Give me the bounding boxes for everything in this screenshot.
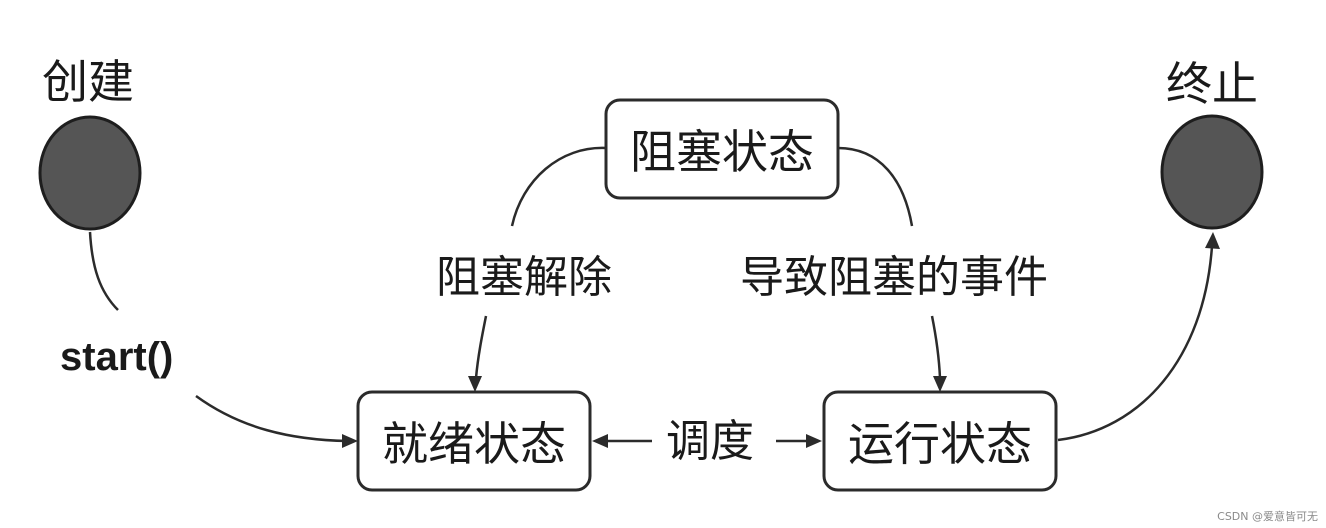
create-label: 创建 — [42, 55, 134, 109]
blocked-state-node: 阻塞状态 — [604, 98, 840, 200]
create-to-start-edge — [88, 231, 119, 311]
watermark-text: CSDN @爱意皆可无 — [1217, 509, 1318, 523]
running-state-node: 运行状态 — [822, 390, 1058, 492]
schedule-label: 调度 — [666, 416, 754, 467]
block-event-label: 导致阻塞的事件 — [740, 252, 1048, 303]
terminate-label: 终止 — [1166, 57, 1258, 111]
unblock-arrowhead — [468, 376, 482, 392]
create-node — [38, 115, 142, 231]
start-method-label: start() — [60, 335, 173, 379]
blocked-to-unblock-edge — [510, 146, 607, 227]
ready-state-label: 就绪状态 — [382, 417, 566, 471]
unblock-to-ready-edge — [474, 315, 488, 379]
blocked-state-label: 阻塞状态 — [630, 125, 814, 179]
start-to-ready-arrowhead — [342, 434, 358, 448]
block-event-arrowhead — [933, 376, 947, 392]
running-state-label: 运行状态 — [848, 417, 1032, 471]
terminate-arrowhead — [1205, 232, 1220, 249]
unblock-label: 阻塞解除 — [436, 252, 612, 303]
terminate-node — [1160, 114, 1264, 230]
running-to-terminate-edge — [1057, 245, 1214, 442]
ready-state-node: 就绪状态 — [356, 390, 592, 492]
schedule-left-arrowhead — [592, 434, 608, 448]
blocked-to-event-edge — [837, 146, 914, 227]
schedule-right-arrowhead — [806, 434, 822, 448]
event-to-running-edge — [930, 315, 942, 379]
start-to-ready-edge — [195, 394, 349, 443]
